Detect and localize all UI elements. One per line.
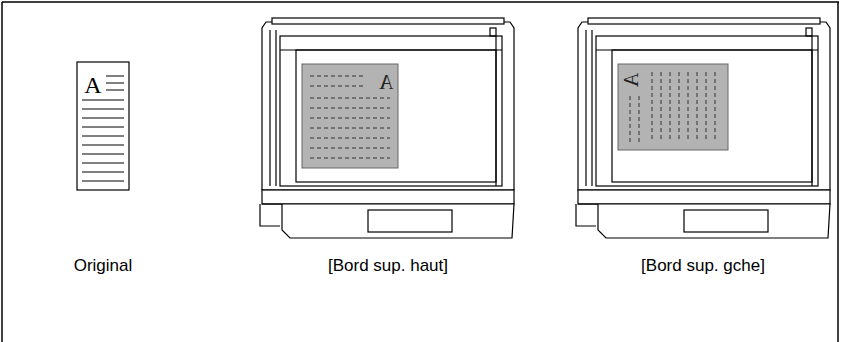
sheet-letter: A — [84, 73, 101, 97]
text-line — [106, 83, 124, 84]
text-line — [82, 181, 124, 182]
sheet-letter: A — [379, 72, 393, 92]
image-caption: Original — [74, 257, 133, 274]
text-line — [82, 172, 124, 173]
text-line — [82, 127, 124, 128]
image-caption: [Bord sup. gche] — [641, 257, 765, 274]
original-sheet — [77, 62, 129, 190]
sheet-letter: A — [621, 73, 641, 87]
text-line — [82, 163, 124, 164]
text-line — [82, 118, 124, 119]
text-line — [82, 109, 124, 110]
text-line — [106, 90, 124, 91]
text-line — [82, 100, 124, 101]
scanner-top-view — [576, 18, 830, 238]
text-line — [106, 76, 124, 77]
text-line — [82, 145, 124, 146]
scanner-top-view — [260, 18, 514, 238]
text-line — [82, 154, 124, 155]
image-caption: [Bord sup. haut] — [328, 257, 448, 274]
text-line — [82, 136, 124, 137]
